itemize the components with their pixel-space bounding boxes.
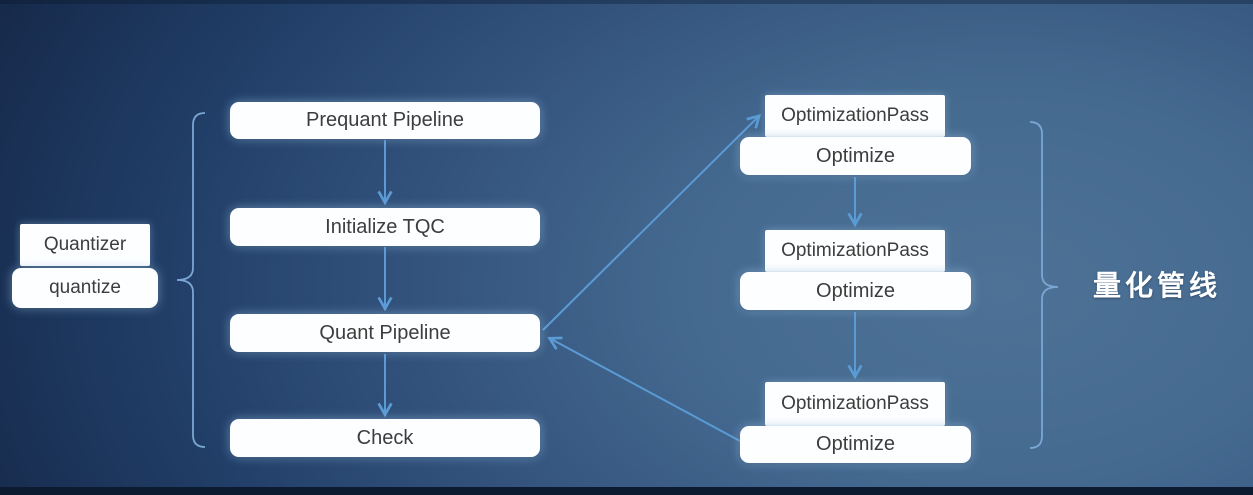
arrow-optimize3-to-quant bbox=[551, 339, 741, 442]
pipeline-step-label: Check bbox=[356, 426, 414, 449]
optimization-pass-2-method-box: Optimize bbox=[740, 272, 971, 310]
pipeline-step-label: Initialize TQC bbox=[325, 215, 445, 238]
optimize-method-label: Optimize bbox=[816, 279, 895, 302]
quantization-pipeline-label: 量化管线 bbox=[1093, 270, 1222, 301]
pipeline-step-initialize-tqc: Initialize TQC bbox=[230, 208, 540, 246]
quantize-method-box: quantize bbox=[12, 268, 158, 308]
optimization-pass-1-method-box: Optimize bbox=[740, 137, 971, 175]
top-edge-strip bbox=[0, 0, 1253, 4]
optimization-pass-title: OptimizationPass bbox=[781, 393, 929, 414]
optimization-pass-2-class-box: OptimizationPass bbox=[765, 230, 945, 272]
quantizer-class-box: Quantizer bbox=[20, 224, 150, 266]
optimization-pass-title: OptimizationPass bbox=[781, 105, 929, 126]
quantize-method-label: quantize bbox=[49, 277, 121, 298]
pipeline-step-quant-pipeline: Quant Pipeline bbox=[230, 314, 540, 352]
optimization-pass-3-class-box: OptimizationPass bbox=[765, 382, 945, 426]
optimization-pass-3-method-box: Optimize bbox=[740, 426, 971, 463]
optimization-pass-title: OptimizationPass bbox=[781, 240, 929, 261]
optimization-pass-1-class-box: OptimizationPass bbox=[765, 95, 945, 137]
pipeline-step-label: Quant Pipeline bbox=[319, 321, 451, 344]
arrow-quant-to-pass1 bbox=[542, 117, 758, 331]
pipeline-step-check: Check bbox=[230, 419, 540, 457]
pipeline-step-label: Prequant Pipeline bbox=[306, 109, 464, 131]
optimize-method-label: Optimize bbox=[816, 144, 895, 167]
quantizer-class-label: Quantizer bbox=[43, 234, 127, 255]
left-brace bbox=[176, 112, 206, 448]
pipeline-step-prequant: Prequant Pipeline bbox=[230, 102, 540, 139]
optimize-method-label: Optimize bbox=[816, 433, 895, 455]
right-brace bbox=[1029, 121, 1059, 449]
bottom-edge-strip bbox=[0, 487, 1253, 495]
